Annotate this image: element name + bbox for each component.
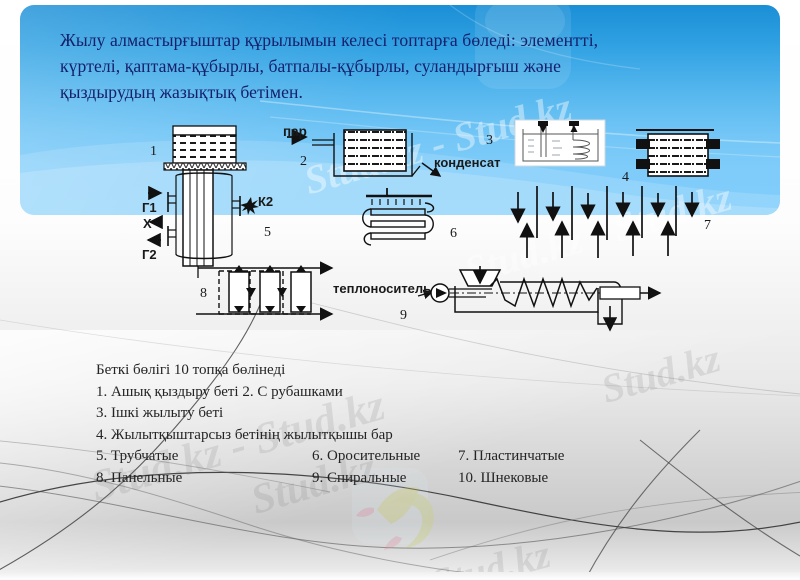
list-item: 1. Ашық қыздыру беті 2. С рубашками bbox=[96, 382, 716, 404]
diagram-label-2: 2 bbox=[300, 154, 307, 169]
diagram-label-k2: К2 bbox=[258, 194, 274, 209]
list-cell: 4. Жылытқыштарсыз бетінің жылытқышы бар bbox=[96, 426, 393, 443]
diagram-label-5: 5 bbox=[264, 225, 271, 240]
title-line-2: күртелі, қаптама-құбырлы, батпалы-құбырл… bbox=[60, 56, 562, 76]
diagram-label-x: Х bbox=[143, 216, 152, 231]
diagram-label-9: 9 bbox=[400, 308, 407, 323]
list-item: 3. Ішкі жылыту беті bbox=[96, 403, 716, 425]
diagram-label-4: 4 bbox=[622, 170, 629, 185]
classification-list: Беткі бөлігі 10 топқа бөлінеді 1. Ашық қ… bbox=[96, 360, 716, 489]
list-cell: 10. Шнековые bbox=[458, 469, 549, 486]
diagram-label-coolant: теплоноситель bbox=[333, 281, 432, 296]
diagram-label-g2: Г2 bbox=[142, 247, 157, 262]
list-cell: 3. Ішкі жылыту беті bbox=[96, 405, 224, 421]
list-intro: Беткі бөлігі 10 топқа бөлінеді bbox=[96, 360, 716, 382]
list-item: 4. Жылытқыштарсыз бетінің жылытқышы бар bbox=[96, 425, 716, 447]
title-line-1: Жылу алмастырғыштар құрылымын келесі топ… bbox=[60, 30, 599, 50]
diagram-label-8: 8 bbox=[200, 286, 207, 301]
list-intro-text: Беткі бөлігі 10 топқа бөлінеді bbox=[96, 362, 286, 378]
diagram-label-steam: пар bbox=[283, 124, 307, 139]
list-cell: 9. Спиральные bbox=[312, 469, 407, 486]
page-title: Жылу алмастырғыштар құрылымын келесі топ… bbox=[60, 27, 760, 105]
list-cell: 7. Пластинчатые bbox=[458, 448, 565, 464]
diagram-label-7: 7 bbox=[704, 218, 711, 233]
diagram-label-1: 1 bbox=[150, 144, 157, 159]
diagram-label-3: 3 bbox=[486, 133, 493, 148]
list-item: 8. Панельные 9. Спиральные 10. Шнековые bbox=[96, 468, 716, 490]
bottom-strip bbox=[0, 572, 800, 580]
list-cell: 8. Панельные bbox=[96, 469, 183, 486]
diagram-label-6: 6 bbox=[450, 226, 457, 241]
diagram-label-g1: Г1 bbox=[142, 200, 157, 215]
title-panel: Жылу алмастырғыштар құрылымын келесі топ… bbox=[20, 5, 780, 215]
title-line-3: қыздырудың жазықтық бетімен. bbox=[60, 82, 304, 102]
list-cell: 1. Ашық қыздыру беті 2. С рубашками bbox=[96, 383, 343, 400]
list-cell: 5. Трубчатые bbox=[96, 448, 179, 464]
diagram-label-condensate: конденсат bbox=[434, 155, 501, 170]
list-cell: 6. Оросительные bbox=[312, 448, 421, 464]
list-item: 5. Трубчатые 6. Оросительные 7. Пластинч… bbox=[96, 446, 716, 468]
